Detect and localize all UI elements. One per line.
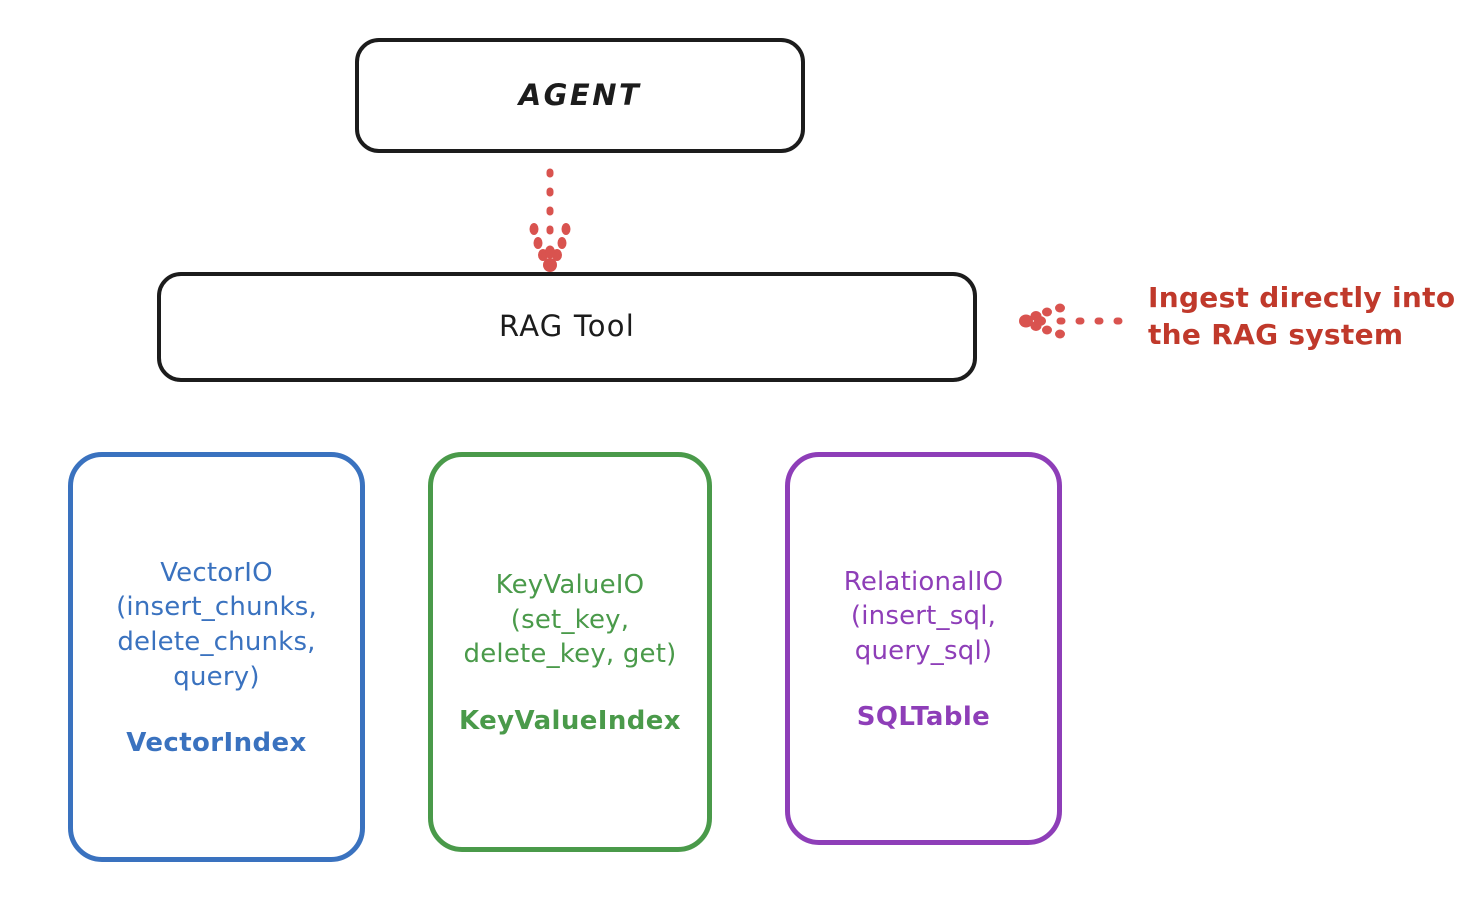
node-relational-io[interactable]: RelationalIO (insert_sql, query_sql) SQL… [785,452,1062,845]
node-relational-io-sublabel: SQLTable [856,702,991,733]
connector-agent-to-rag-tool [529,168,571,272]
node-vector-io-sublabel: VectorIndex [126,728,307,759]
node-key-value-io-label: KeyValueIO (set_key, delete_key, get) [463,570,677,670]
node-rag-tool[interactable]: RAG Tool [157,272,977,382]
node-key-value-io[interactable]: KeyValueIO (set_key, delete_key, get) Ke… [428,452,712,852]
node-key-value-io-sublabel: KeyValueIndex [459,705,681,736]
node-vector-io[interactable]: VectorIO (insert_chunks, delete_chunks, … [68,452,365,862]
node-vector-io-label: VectorIO (insert_chunks, delete_chunks, … [116,557,317,692]
arrowhead-down-icon [529,223,571,272]
connector-annotation-to-rag-tool [1019,303,1139,339]
arrowhead-left-icon [1019,303,1065,339]
node-rag-tool-label: RAG Tool [499,309,635,344]
node-agent-label: AGENT [518,77,642,112]
node-relational-io-label: RelationalIO (insert_sql, query_sql) [843,566,1004,666]
annotation-ingest-directly: Ingest directly into the RAG system [1148,281,1456,351]
node-agent[interactable]: AGENT [355,38,805,153]
